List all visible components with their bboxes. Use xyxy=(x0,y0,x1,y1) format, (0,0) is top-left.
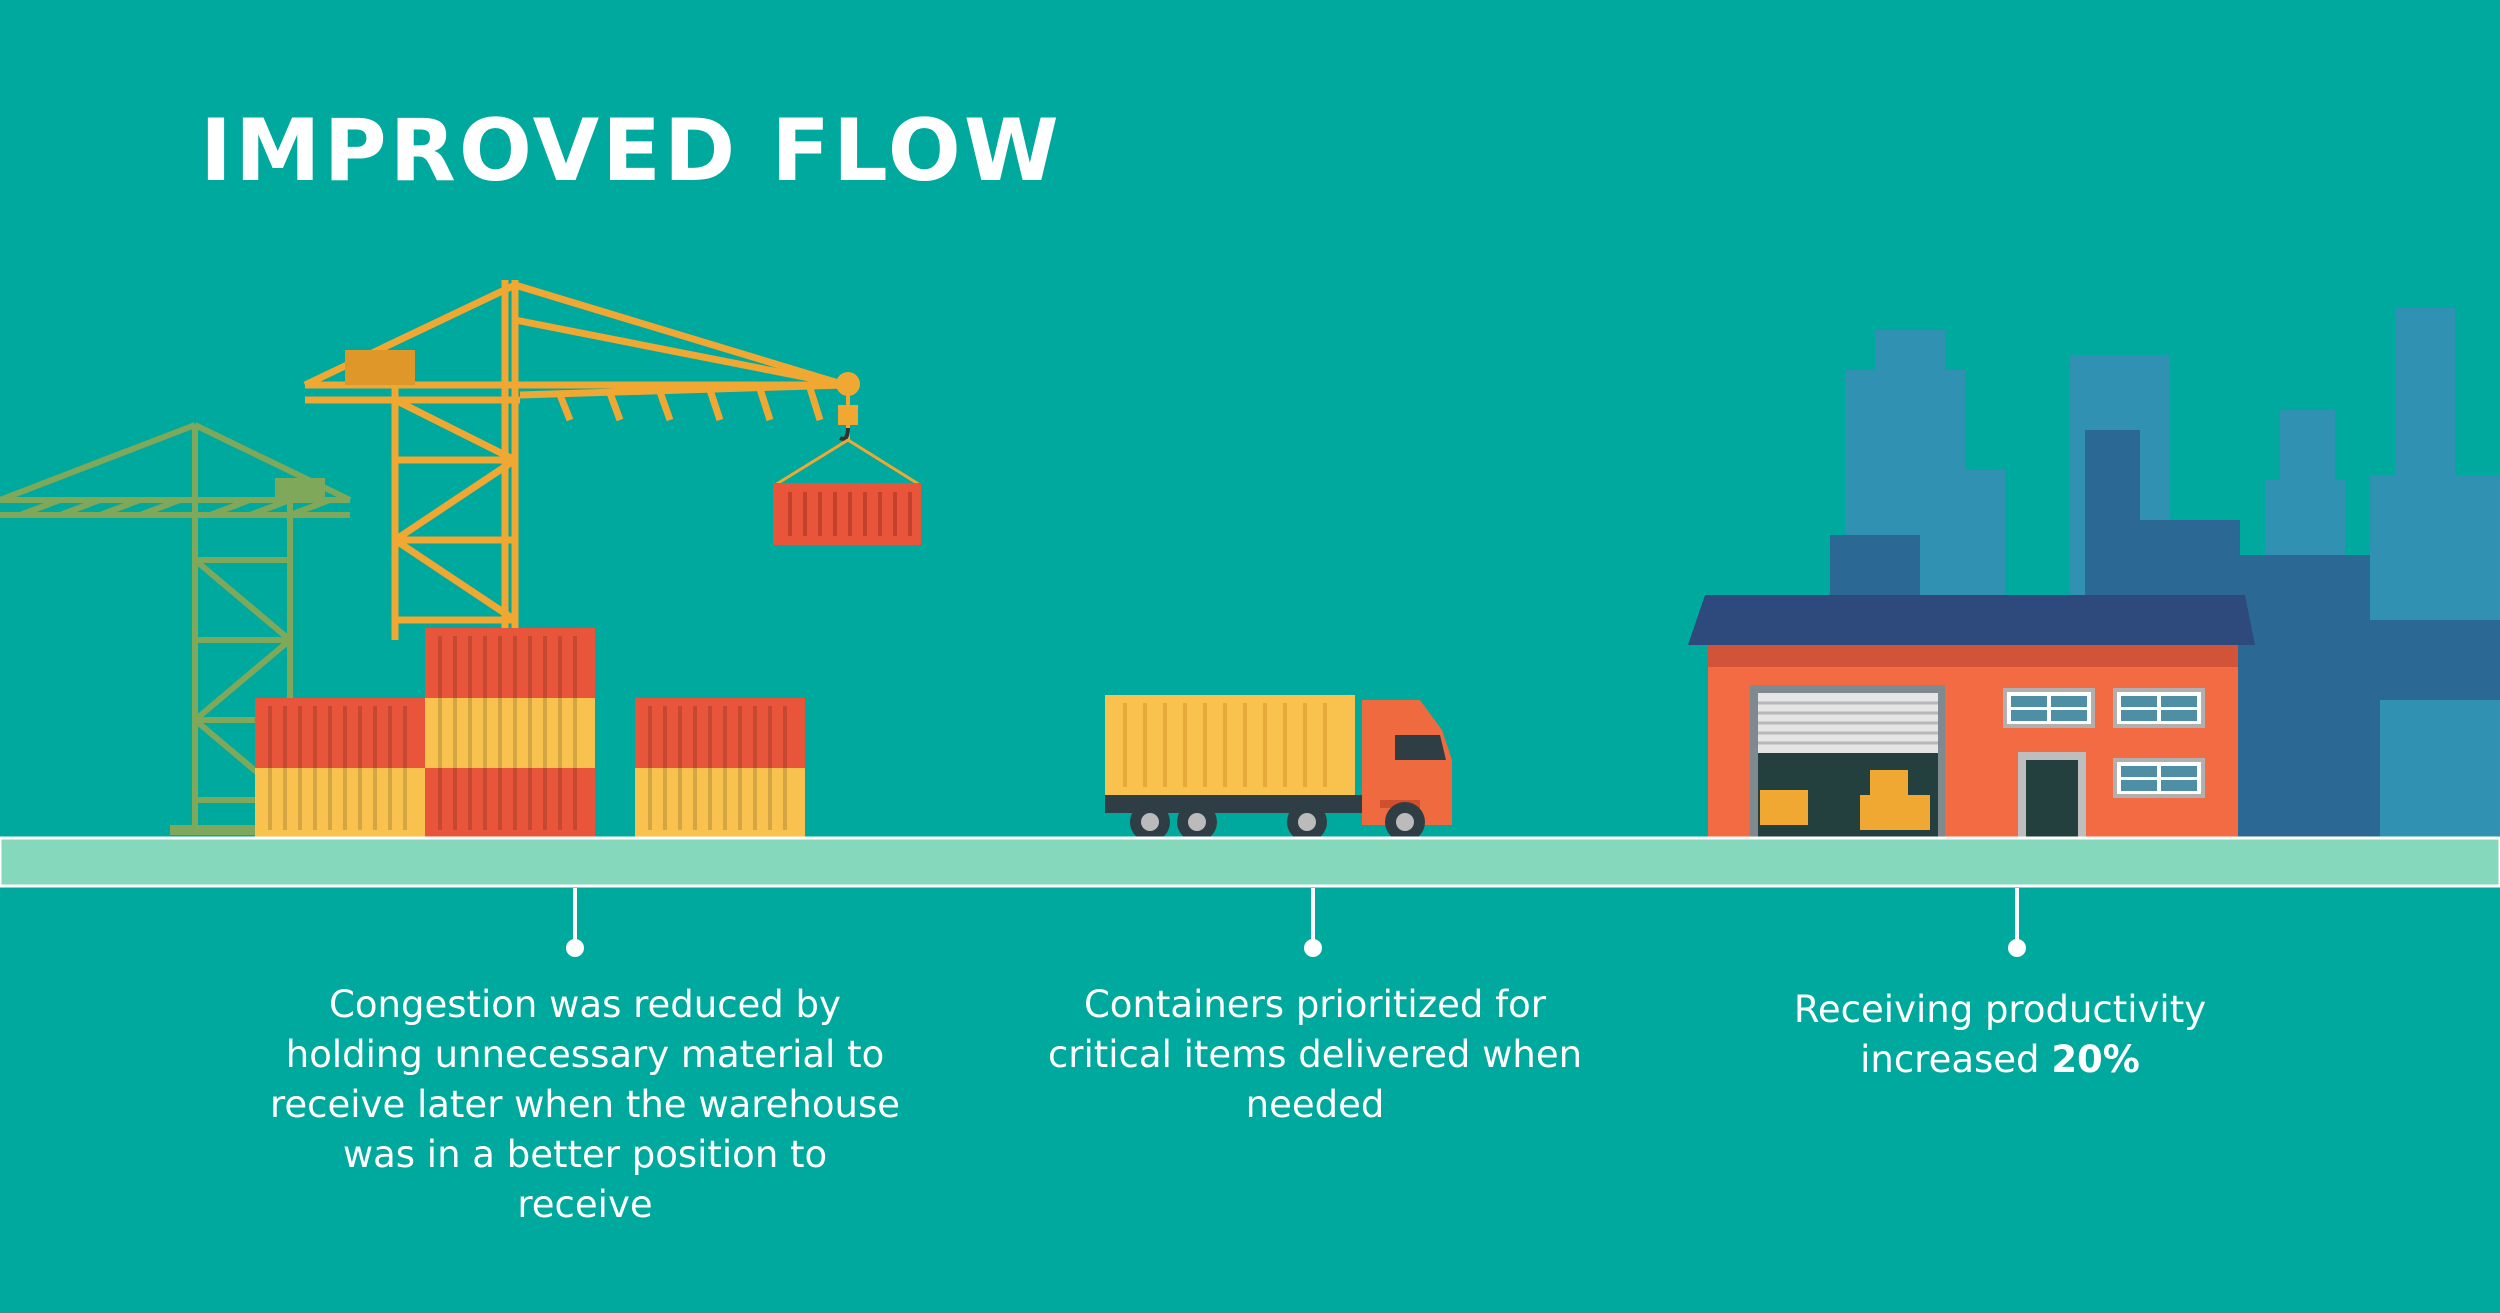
page-title: IMPROVED FLOW xyxy=(200,101,1062,201)
productivity-percent: 20% xyxy=(2051,1038,2140,1081)
warehouse-icon xyxy=(1688,595,2255,842)
timeline-marker xyxy=(1304,888,1322,957)
container-stack xyxy=(255,628,805,838)
caption-congestion: Congestion was reduced by holding unnece… xyxy=(270,983,901,1226)
caption-productivity-text: Receiving productivity increased xyxy=(1793,988,2207,1081)
caption-containers: Containers prioritized for critical item… xyxy=(1047,983,1583,1126)
caption-productivity: Receiving productivity increased 20% xyxy=(1740,985,2260,1085)
timeline-marker xyxy=(566,888,584,957)
truck-icon xyxy=(1105,695,1452,842)
timeline-marker xyxy=(2008,888,2026,957)
ground-strip xyxy=(0,836,2500,888)
crane-icon xyxy=(303,280,921,640)
container-icon xyxy=(773,483,921,545)
